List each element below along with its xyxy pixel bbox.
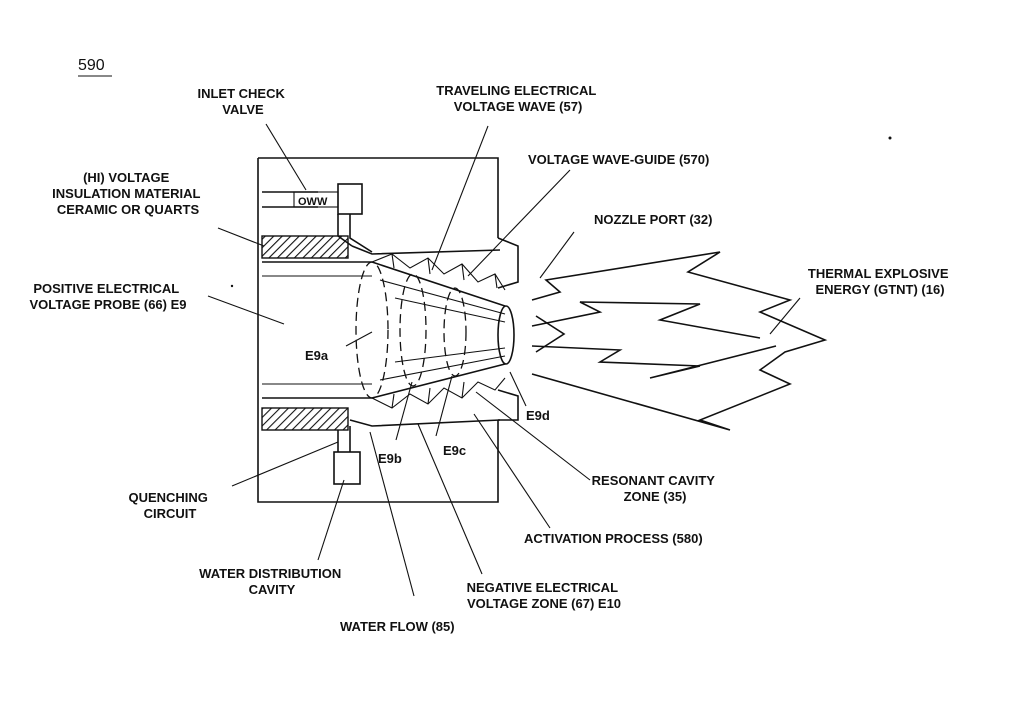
- upper-insulation: [261, 235, 349, 259]
- label-e9b: E9b: [378, 451, 402, 466]
- label-resonant-cavity: RESONANT CAVITY ZONE (35): [592, 473, 719, 504]
- figure-number: 590: [78, 57, 105, 74]
- upper-wave-guide: [351, 245, 506, 291]
- label-water-flow: WATER FLOW (85): [340, 619, 455, 634]
- label-nozzle-port: NOZZLE PORT (32): [594, 212, 712, 227]
- label-insulation: (HI) VOLTAGE INSULATION MATERIAL CERAMIC…: [52, 170, 204, 217]
- lower-insulation: [261, 407, 349, 431]
- label-positive-probe: POSITIVE ELECTRICAL VOLTAGE PROBE (66) E…: [30, 281, 187, 312]
- label-inlet-check-valve: INLET CHECK VALVE: [197, 86, 288, 117]
- thermal-flame: [531, 251, 828, 431]
- stray-dot: [230, 284, 234, 288]
- label-activation-process: ACTIVATION PROCESS (580): [524, 531, 703, 546]
- label-e9d: E9d: [526, 408, 550, 423]
- valve-symbol-text: OWW: [298, 196, 328, 208]
- housing: [257, 157, 519, 503]
- stray-dot: [888, 136, 892, 140]
- label-voltage-wave-guide: VOLTAGE WAVE-GUIDE (570): [528, 152, 709, 167]
- label-e9a: E9a: [305, 348, 329, 363]
- cone-electrode: [371, 261, 515, 399]
- label-negative-zone: NEGATIVE ELECTRICAL VOLTAGE ZONE (67) E1…: [467, 580, 622, 611]
- label-traveling-wave: TRAVELING ELECTRICAL VOLTAGE WAVE (57): [436, 83, 599, 114]
- lower-wave-guide: [349, 377, 506, 427]
- label-thermal-energy: THERMAL EXPLOSIVE ENERGY (GTNT) (16): [808, 266, 952, 297]
- label-quenching-circuit: QUENCHING CIRCUIT: [128, 490, 211, 521]
- label-water-distribution: WATER DISTRIBUTION CAVITY: [199, 566, 345, 597]
- label-e9c: E9c: [443, 443, 466, 458]
- leader-lines: [207, 123, 801, 597]
- positive-probe: [262, 261, 372, 399]
- water-distribution-cavity: [333, 426, 361, 485]
